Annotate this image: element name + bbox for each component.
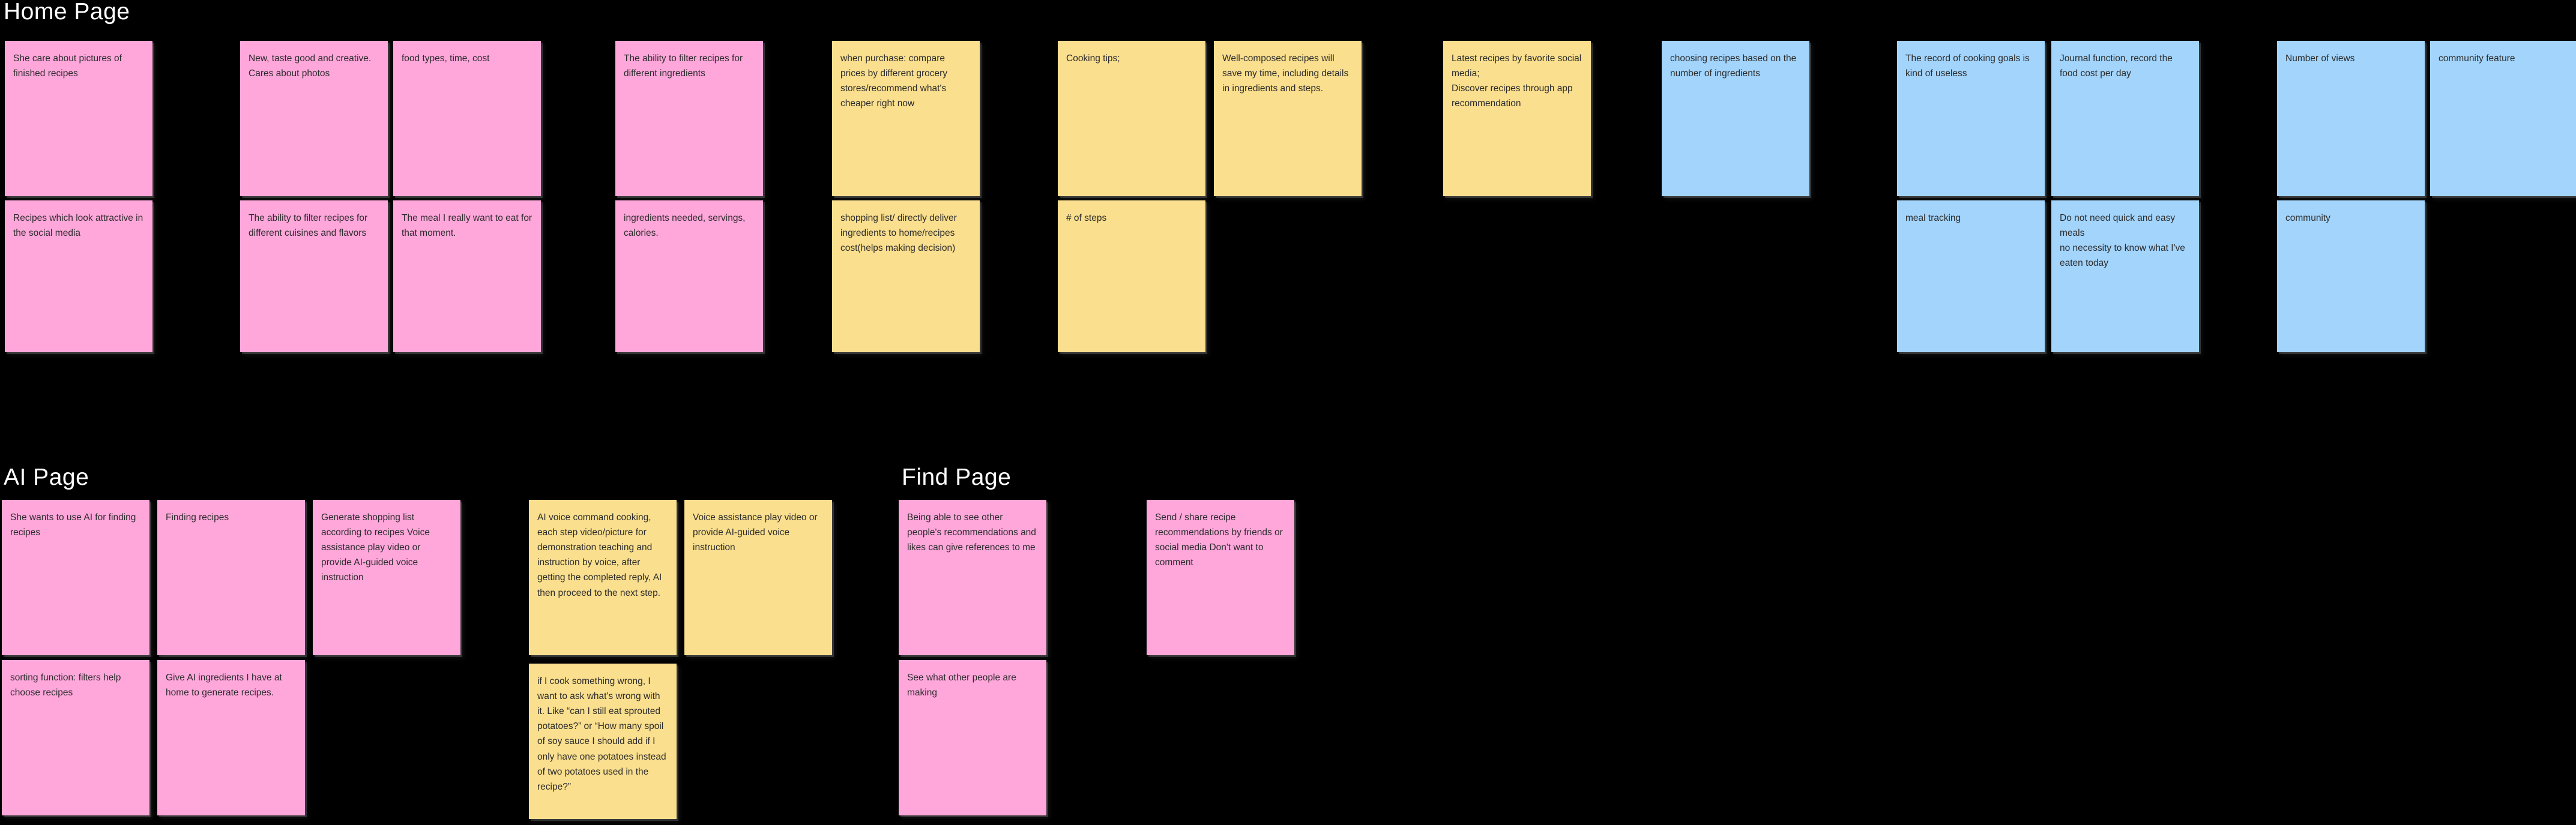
sticky-note[interactable]: community feature <box>2430 41 2576 196</box>
sticky-note[interactable]: shopping list/ directly deliver ingredie… <box>832 200 980 352</box>
sticky-note[interactable]: meal tracking <box>1897 200 2045 352</box>
sticky-note[interactable]: She wants to use AI for finding recipes <box>2 500 149 655</box>
sticky-note[interactable]: sorting function: filters help choose re… <box>2 660 149 815</box>
sticky-note[interactable]: The ability to filter recipes for differ… <box>615 41 763 196</box>
sticky-note[interactable]: Number of views <box>2277 41 2425 196</box>
sticky-note[interactable]: Generate shopping list according to reci… <box>313 500 460 655</box>
sticky-note[interactable]: Finding recipes <box>157 500 305 655</box>
section-title-home-page[interactable]: Home Page <box>4 0 130 25</box>
sticky-note[interactable]: Recipes which look attractive in the soc… <box>5 200 152 352</box>
sticky-note[interactable]: AI voice command cooking, each step vide… <box>529 500 677 655</box>
sticky-note[interactable]: She care about pictures of finished reci… <box>5 41 152 196</box>
sticky-note[interactable]: Send / share recipe recommendations by f… <box>1147 500 1294 655</box>
sticky-note[interactable]: Do not need quick and easy meals no nece… <box>2051 200 2199 352</box>
sticky-note[interactable]: Latest recipes by favorite social media;… <box>1443 41 1591 196</box>
sticky-note[interactable]: Give AI ingredients I have at home to ge… <box>157 660 305 815</box>
sticky-note[interactable]: when purchase: compare prices by differe… <box>832 41 980 196</box>
sticky-note[interactable]: Journal function, record the food cost p… <box>2051 41 2199 196</box>
sticky-note[interactable]: See what other people are making <box>899 660 1046 815</box>
sticky-note[interactable]: choosing recipes based on the number of … <box>1662 41 1809 196</box>
sticky-note[interactable]: The ability to filter recipes for differ… <box>240 200 388 352</box>
sticky-note[interactable]: The meal I really want to eat for that m… <box>393 200 541 352</box>
sticky-note[interactable]: Being able to see other people's recomme… <box>899 500 1046 655</box>
section-title-find-page[interactable]: Find Page <box>902 464 1012 490</box>
sticky-note[interactable]: Well-composed recipes will save my time,… <box>1214 41 1362 196</box>
sticky-note[interactable]: if I cook something wrong, I want to ask… <box>529 664 677 819</box>
sticky-note[interactable]: The record of cooking goals is kind of u… <box>1897 41 2045 196</box>
sticky-note[interactable]: # of steps <box>1058 200 1205 352</box>
section-title-ai-page[interactable]: AI Page <box>4 464 89 490</box>
sticky-note[interactable]: New, taste good and creative. Cares abou… <box>240 41 388 196</box>
sticky-note[interactable]: food types, time, cost <box>393 41 541 196</box>
sticky-note[interactable]: Cooking tips; <box>1058 41 1205 196</box>
sticky-note[interactable]: community <box>2277 200 2425 352</box>
sticky-note[interactable]: ingredients needed, servings, calories. <box>615 200 763 352</box>
sticky-note[interactable]: Voice assistance play video or provide A… <box>684 500 832 655</box>
